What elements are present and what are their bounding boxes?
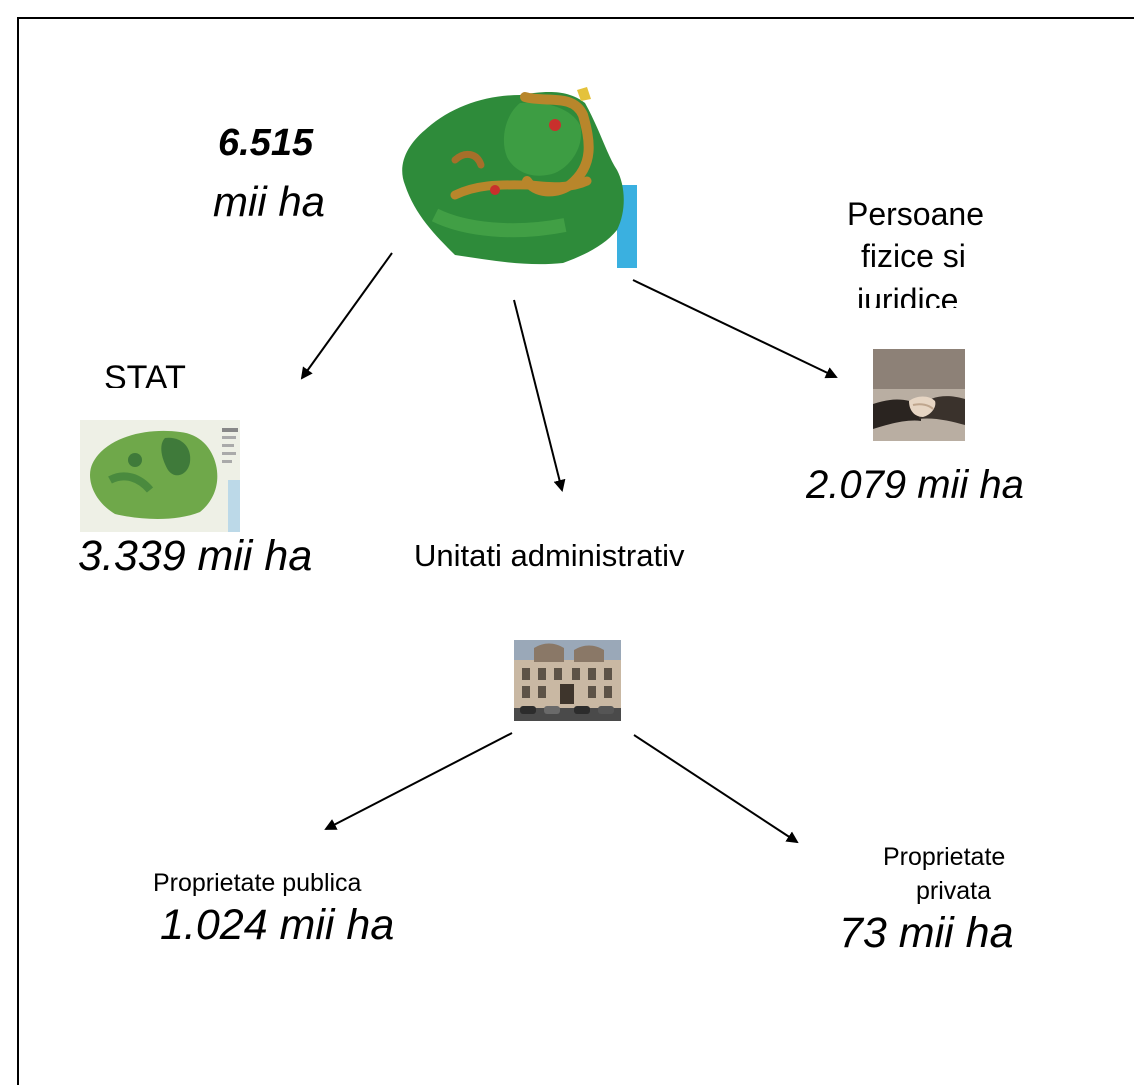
unitati-label: Unitati administrativ	[414, 538, 685, 573]
stat-value: 3.339 mii ha	[78, 532, 313, 580]
romania-forest-map-icon	[80, 420, 240, 532]
handshake-icon	[873, 349, 965, 441]
privata-line2: privata	[916, 877, 992, 905]
arrow-to-publica	[324, 732, 513, 830]
persoane-line2: fizice si	[861, 238, 966, 274]
arrow-to-stat	[300, 252, 393, 380]
stat-label: STAT	[104, 359, 186, 388]
persoane-line1: Persoane	[847, 196, 984, 232]
arrow-to-persoane	[632, 279, 838, 379]
romania-relief-map-icon	[402, 87, 637, 268]
arrow-to-privata	[633, 734, 799, 844]
persoane-line3: juridice	[857, 282, 959, 308]
total-value: 6.515	[218, 122, 314, 164]
city-hall-building-icon	[514, 640, 621, 721]
publica-value: 1.024 mii ha	[160, 901, 395, 949]
privata-line1: Proprietate	[883, 843, 1006, 871]
arrow-to-unitati	[513, 299, 566, 492]
persoane-value: 2.079 mii ha	[806, 463, 1024, 498]
total-unit: mii ha	[213, 178, 326, 225]
publica-label: Proprietate publica	[153, 869, 362, 897]
privata-value: 73 mii ha	[839, 909, 1014, 957]
